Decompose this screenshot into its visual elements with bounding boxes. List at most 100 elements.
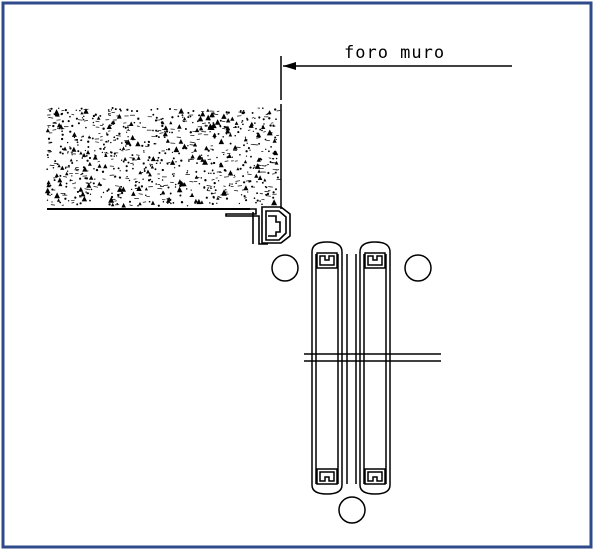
hatch-mark <box>129 204 133 206</box>
hatch-mark <box>225 111 228 114</box>
hatch-mark <box>46 168 49 171</box>
hatch-mark <box>47 108 52 110</box>
hatch-mark <box>77 122 80 125</box>
hatch-mark <box>185 188 188 190</box>
hatch-mark <box>150 156 156 162</box>
hatch-mark <box>59 145 62 148</box>
hatch-mark <box>69 115 71 118</box>
hatch-mark <box>58 107 60 109</box>
hatch-mark <box>107 140 110 142</box>
hatch-mark <box>90 188 93 191</box>
hatch-mark <box>167 148 171 151</box>
hatch-mark <box>48 149 51 152</box>
hatch-mark <box>136 155 141 160</box>
hatch-mark <box>53 122 56 124</box>
hatch-mark <box>257 169 261 173</box>
hatch-mark <box>87 135 91 139</box>
hatch-mark <box>272 124 275 127</box>
hatch-mark <box>247 191 249 193</box>
hatch-mark <box>184 128 187 130</box>
hatch-mark <box>69 130 72 133</box>
hatch-mark <box>87 146 90 148</box>
hatch-mark <box>218 124 222 126</box>
hatch-mark <box>106 189 110 191</box>
hatch-mark <box>124 139 128 142</box>
hatch-mark <box>120 196 122 199</box>
hatch-mark <box>128 200 132 203</box>
hatch-mark <box>52 129 57 131</box>
hatch-mark <box>203 170 206 173</box>
hatch-mark <box>132 157 135 160</box>
hatch-mark <box>71 161 74 165</box>
hatch-mark <box>262 107 264 109</box>
hatch-mark <box>143 170 146 172</box>
hatch-mark <box>205 114 211 121</box>
hatch-mark <box>113 136 116 139</box>
hatch-mark <box>156 107 159 110</box>
hatch-mark <box>202 122 206 124</box>
hatch-mark <box>233 189 239 192</box>
hatch-mark <box>72 134 75 137</box>
hatch-mark <box>183 116 187 120</box>
hatch-mark <box>77 119 83 121</box>
hatch-mark <box>214 119 221 125</box>
hatch-mark <box>155 183 157 185</box>
hatch-mark <box>237 126 240 128</box>
hatch-mark <box>216 202 218 204</box>
hatch-mark <box>257 175 263 180</box>
hatch-mark <box>57 177 63 183</box>
hatch-mark <box>188 160 190 162</box>
hatch-mark <box>121 202 126 208</box>
hatch-mark <box>120 188 122 191</box>
hatch-mark <box>168 197 171 200</box>
hatch-mark <box>141 144 144 147</box>
hatch-mark <box>164 130 166 133</box>
hatch-mark <box>270 122 274 124</box>
hatch-mark <box>268 157 272 159</box>
hatch-mark <box>235 180 241 182</box>
hatch-mark <box>271 173 275 175</box>
hatch-mark <box>46 183 51 188</box>
hatch-mark <box>221 120 226 123</box>
hatch-mark <box>218 162 224 168</box>
hatch-mark <box>131 154 134 157</box>
hatch-mark <box>93 186 99 188</box>
hatch-mark <box>261 203 263 206</box>
hatch-mark <box>122 125 125 128</box>
hatch-mark <box>275 118 277 121</box>
hatch-mark <box>129 121 134 126</box>
hatch-mark <box>166 148 168 151</box>
hatch-mark <box>227 193 229 195</box>
hatch-mark <box>190 189 192 191</box>
hatch-mark <box>271 132 273 134</box>
hatch-mark <box>57 164 61 168</box>
hatch-mark <box>198 114 201 117</box>
hatch-mark <box>259 200 261 202</box>
hatch-mark <box>245 180 250 182</box>
hatch-mark <box>274 160 279 165</box>
hatch-mark <box>194 127 200 133</box>
hatch-mark <box>125 177 130 179</box>
hatch-mark <box>137 117 140 120</box>
hatch-mark <box>125 131 128 133</box>
pivot-circle-left <box>271 254 299 282</box>
hatch-mark <box>199 158 201 161</box>
hatch-mark <box>173 167 176 169</box>
hatch-mark <box>47 124 51 127</box>
hatch-mark <box>229 183 231 185</box>
hatch-mark <box>89 175 94 180</box>
hatch-mark <box>213 113 219 115</box>
hatch-mark <box>147 179 151 182</box>
hatch-mark <box>167 202 169 204</box>
hatch-mark <box>144 166 147 169</box>
hatch-mark <box>258 142 261 145</box>
hatch-mark <box>61 130 63 133</box>
hatch-mark <box>162 131 168 137</box>
hatch-mark <box>119 108 122 111</box>
hatch-mark <box>136 154 140 156</box>
hatch-mark <box>111 192 113 195</box>
hatch-mark <box>186 205 189 207</box>
hatch-mark <box>207 172 210 174</box>
hatch-mark <box>53 179 56 182</box>
hatch-mark <box>216 171 221 173</box>
